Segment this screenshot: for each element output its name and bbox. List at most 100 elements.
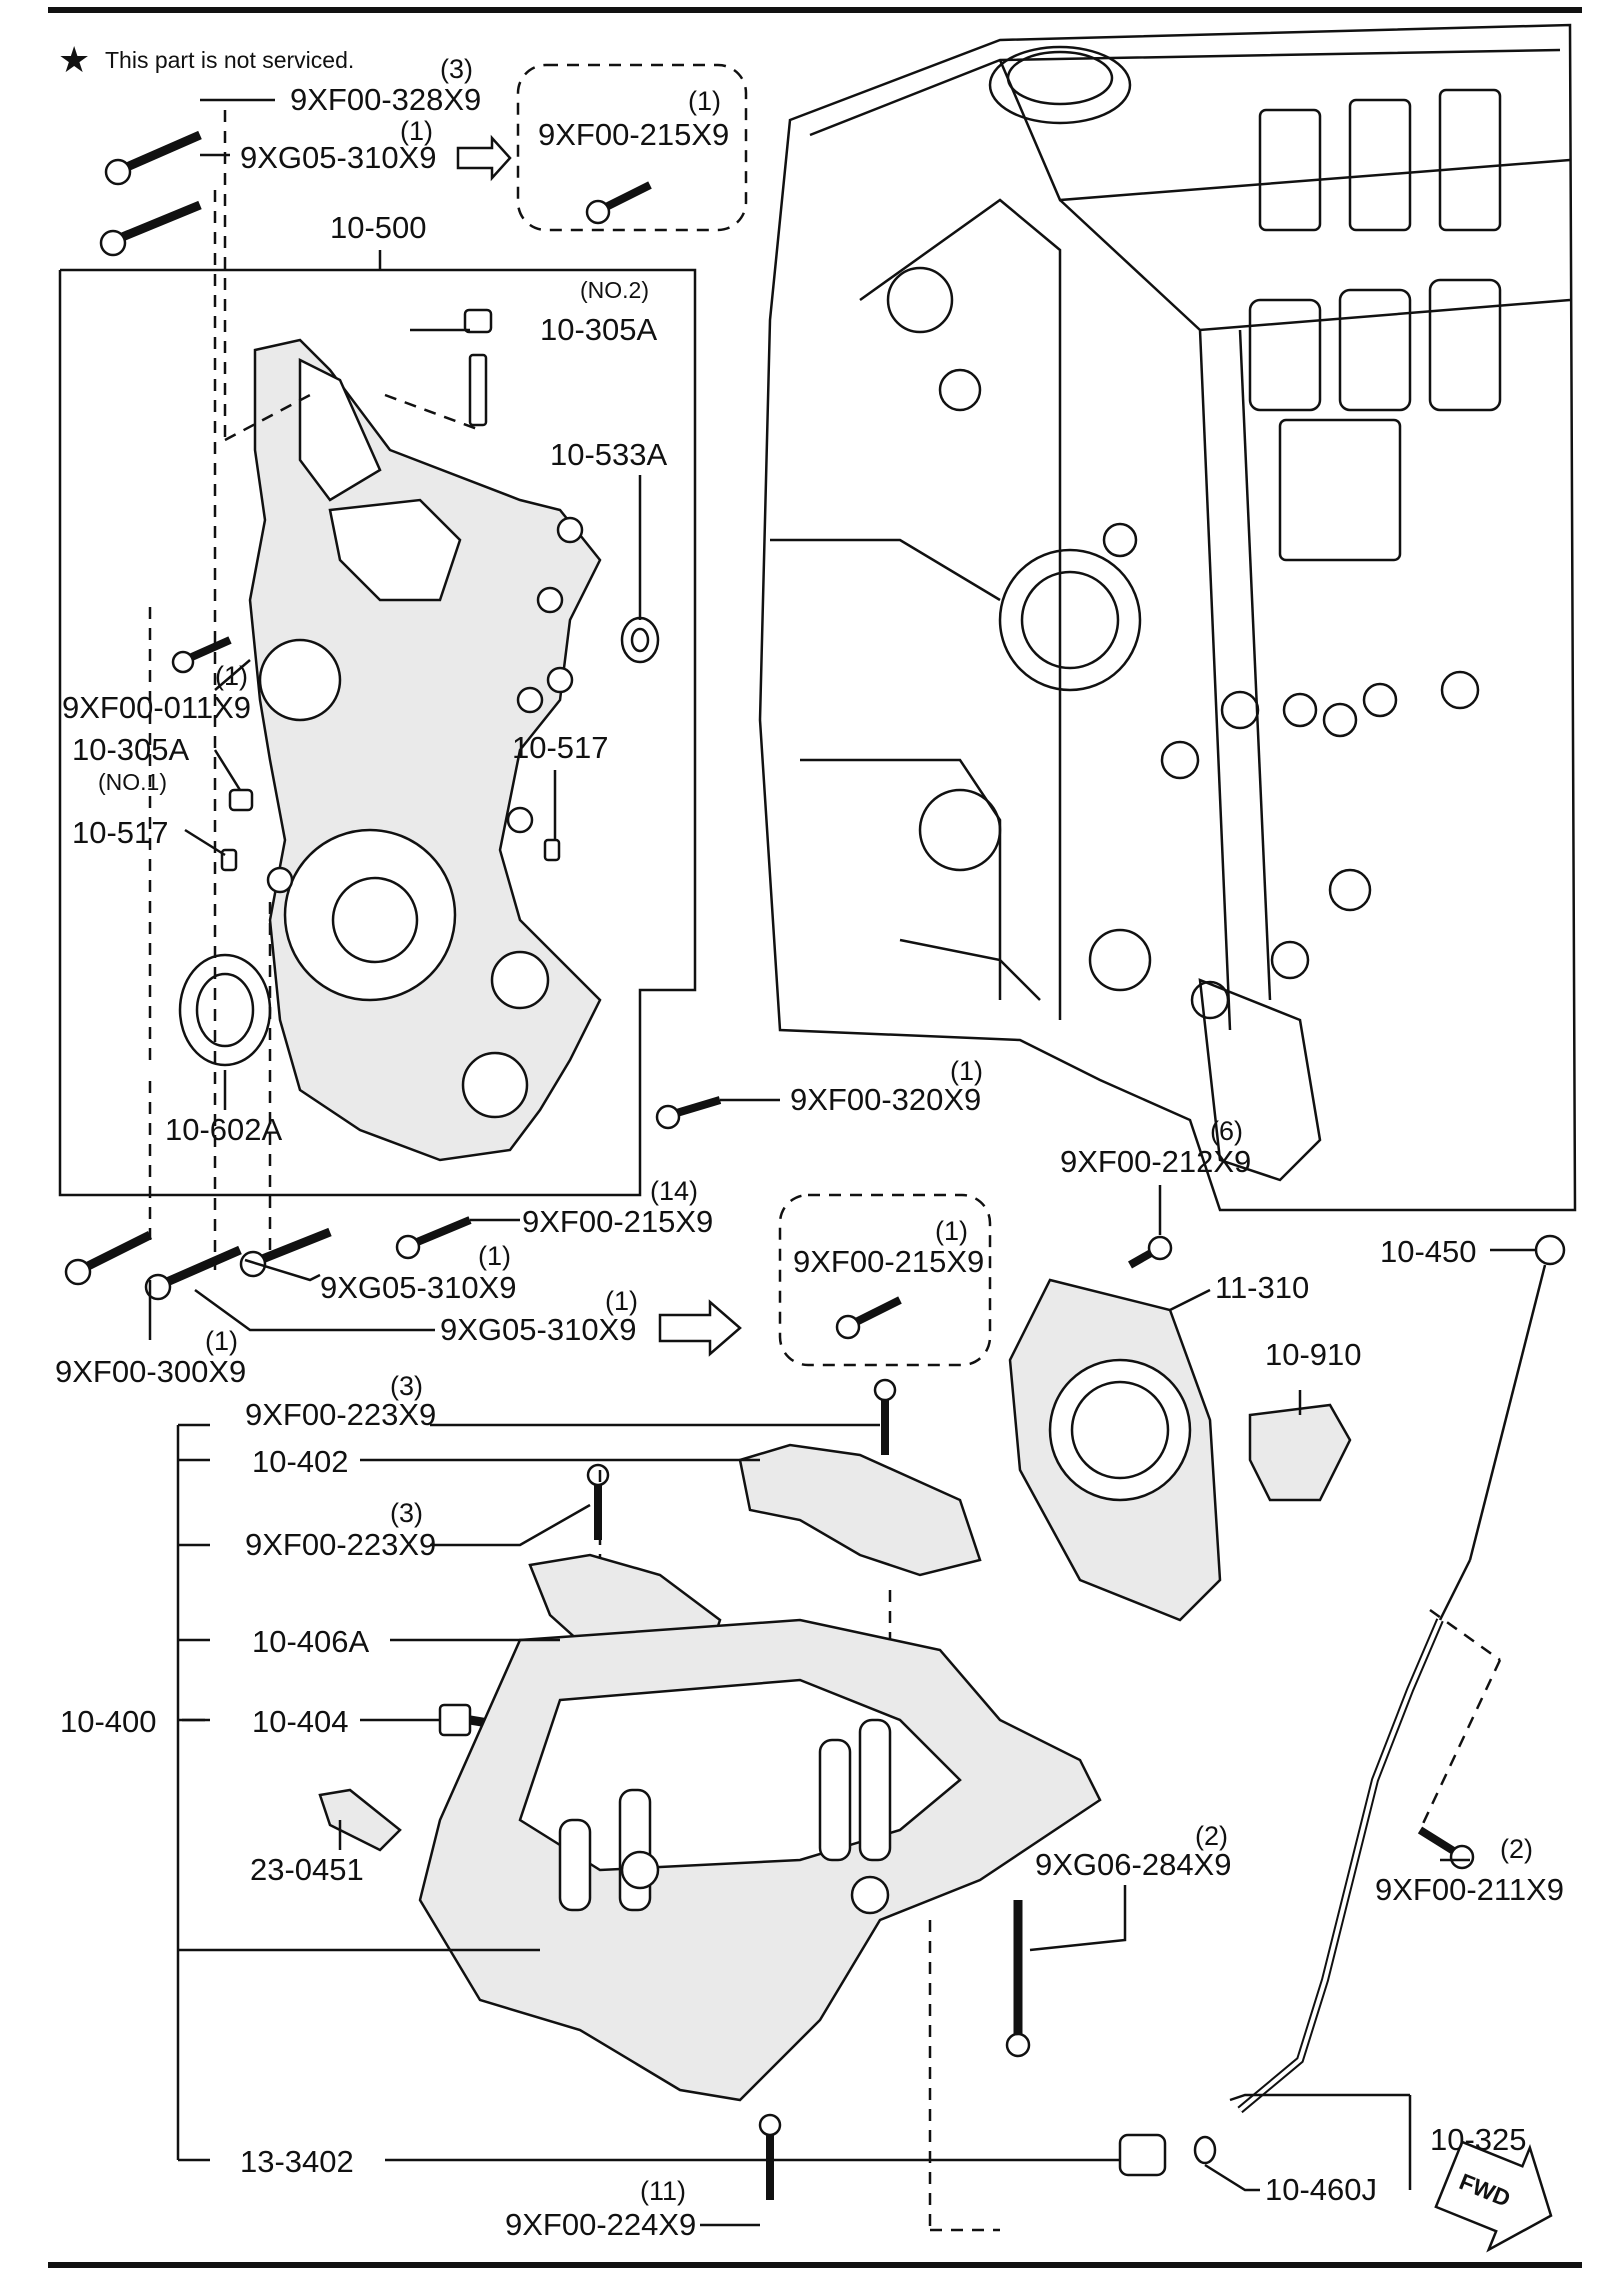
bolt-9xf00-300-icon: [64, 1230, 153, 1286]
svg-text:10-305A: 10-305A: [540, 312, 658, 347]
svg-text:10-533A: 10-533A: [550, 437, 668, 472]
plate-10-402: [738, 1443, 982, 1577]
oil-seal-10-602a: [178, 953, 272, 1067]
bolt-9xf00-320-icon: [655, 1096, 722, 1130]
svg-text:(1): (1): [400, 116, 433, 146]
callout-13-3402: 13-3402: [240, 2144, 354, 2179]
callout-10-500: 10-500: [330, 210, 427, 245]
callout-9xf00-224: (11) 9XF00-224X9: [505, 2176, 696, 2242]
svg-text:9XF00-320X9: 9XF00-320X9: [790, 1082, 981, 1117]
svg-text:(6): (6): [1210, 1116, 1243, 1146]
arrow-to-service-box-top-icon: [456, 134, 512, 182]
svg-text:10-305A: 10-305A: [72, 732, 190, 767]
svg-text:13-3402: 13-3402: [240, 2144, 354, 2179]
bolt-9xf00-215-box1-icon: [585, 181, 652, 225]
callout-10-305a-no2: (NO.2) 10-305A: [540, 277, 658, 347]
svg-text:10-325: 10-325: [1430, 2122, 1527, 2157]
dowel-10-517-right: [543, 838, 561, 862]
svg-text:9XF00-224X9: 9XF00-224X9: [505, 2207, 696, 2242]
oil-pan-10-400: [418, 1618, 1102, 2102]
star-icon: ★: [58, 39, 90, 80]
svg-text:(1): (1): [205, 1326, 238, 1356]
bolt-9xf00-011-icon: [171, 636, 232, 674]
svg-text:23-0451: 23-0451: [250, 1852, 364, 1887]
bolt-9xg05-310-top-icon: [99, 200, 202, 257]
timing-cover-part: [248, 338, 602, 1162]
bolt-9xg05-310-mid-icon: [239, 1227, 332, 1278]
svg-text:9XF00-215X9: 9XF00-215X9: [538, 117, 729, 152]
plug-10-305a-no1: [228, 788, 254, 812]
svg-text:10-602A: 10-602A: [165, 1112, 283, 1147]
bolt-9xf00-211-icon: [1417, 1826, 1475, 1870]
leader-lines: [148, 98, 1535, 2227]
callout-23-0451: 23-0451: [250, 1852, 364, 1887]
svg-text:10-406A: 10-406A: [252, 1624, 370, 1659]
svg-text:(1): (1): [688, 86, 721, 116]
plug-13-3402: [1118, 2133, 1167, 2177]
bolt-9xf00-215-14-icon: [395, 1216, 472, 1260]
svg-text:10-517: 10-517: [72, 815, 169, 850]
svg-text:(2): (2): [1500, 1834, 1533, 1864]
callout-9xf00-300: (1) 9XF00-300X9: [55, 1326, 246, 1389]
svg-text:9XF00-300X9: 9XF00-300X9: [55, 1354, 246, 1389]
rear-oil-seal-housing-11-310: [1008, 1278, 1222, 1622]
bolt-9xf00-223-a-icon: [873, 1378, 897, 1455]
svg-text:(1): (1): [935, 1216, 968, 1246]
svg-text:9XF00-211X9: 9XF00-211X9: [1375, 1872, 1564, 1907]
svg-text:(14): (14): [650, 1176, 698, 1206]
svg-text:10-910: 10-910: [1265, 1337, 1362, 1372]
callout-10-910: 10-910: [1265, 1337, 1362, 1372]
bolt-9xf00-224-icon: [758, 2113, 782, 2200]
not-serviced-notice: ★ This part is not serviced.: [58, 39, 354, 80]
svg-text:9XF00-215X9: 9XF00-215X9: [793, 1244, 984, 1279]
callout-10-602a: 10-602A: [165, 1112, 283, 1147]
svg-text:(3): (3): [440, 54, 473, 84]
callout-10-325: 10-325: [1430, 2122, 1527, 2157]
callout-9xg05-310-low: (1) 9XG05-310X9: [440, 1286, 638, 1347]
callout-9xf00-215-14: (14) 9XF00-215X9: [522, 1176, 713, 1239]
oil-baffle-10-910: [1248, 1403, 1352, 1502]
service-box-9xf00-215-mid: [778, 1193, 992, 1367]
svg-text:(3): (3): [390, 1371, 423, 1401]
callout-9xg05-310-mid: (1) 9XG05-310X9: [320, 1241, 516, 1305]
svg-text:10-500: 10-500: [330, 210, 427, 245]
callout-9xf00-212: (6) 9XF00-212X9: [1060, 1116, 1251, 1179]
bolt-9xg06-284-icon: [1005, 1900, 1031, 2058]
callout-9xf00-215-box2: (1) 9XF00-215X9: [793, 1216, 984, 1279]
bolt-9xf00-215-box2-icon: [835, 1296, 902, 1340]
svg-text:11-310: 11-310: [1215, 1270, 1309, 1305]
bolt-9xg05-310-low-icon: [144, 1245, 242, 1301]
bolt-9xf00-212-icon: [1128, 1235, 1173, 1269]
svg-text:(1): (1): [950, 1056, 983, 1086]
svg-text:9XF00-215X9: 9XF00-215X9: [522, 1204, 713, 1239]
callout-10-406a: 10-406A: [252, 1624, 370, 1659]
svg-text:9XF00-212X9: 9XF00-212X9: [1060, 1144, 1251, 1179]
svg-text:10-450: 10-450: [1380, 1234, 1477, 1269]
svg-text:(1): (1): [605, 1286, 638, 1316]
dipstick-10-450: [1438, 1234, 1566, 1621]
callout-11-310: 11-310: [1215, 1270, 1309, 1305]
callout-9xf00-328: (3) 9XF00-328X9: [290, 54, 481, 117]
callout-10-400: 10-400: [60, 1704, 157, 1739]
svg-text:(1): (1): [478, 1241, 511, 1271]
svg-text:10-517: 10-517: [512, 730, 609, 765]
dipstick-tube-10-325: [1237, 1618, 1444, 2114]
callout-9xg05-310-top: (1) 9XG05-310X9: [240, 116, 436, 175]
svg-text:(3): (3): [390, 1498, 423, 1528]
callout-9xf00-011: (1) 9XF00-011X9: [62, 661, 251, 725]
bolt-9xf00-328-icon: [104, 130, 202, 186]
o-ring-10-460j: [1193, 2135, 1217, 2165]
seal-10-533a: [620, 616, 660, 664]
callout-9xf00-223-b: (3) 9XF00-223X9: [245, 1498, 436, 1562]
svg-text:9XG05-310X9: 9XG05-310X9: [320, 1270, 516, 1305]
callout-10-460j: 10-460J: [1265, 2172, 1377, 2207]
callout-10-305a-no1: 10-305A (NO.1): [72, 732, 190, 795]
svg-text:10-460J: 10-460J: [1265, 2172, 1377, 2207]
callout-10-533a: 10-533A: [550, 437, 668, 472]
service-box-9xf00-215-top: [516, 63, 748, 232]
callout-10-404: 10-404: [252, 1704, 349, 1739]
sealant-tube-23-0451: [318, 1788, 402, 1852]
callout-9xg06-284: (2) 9XG06-284X9: [1035, 1821, 1231, 1882]
svg-text:(1): (1): [215, 661, 248, 691]
svg-text:10-400: 10-400: [60, 1704, 157, 1739]
